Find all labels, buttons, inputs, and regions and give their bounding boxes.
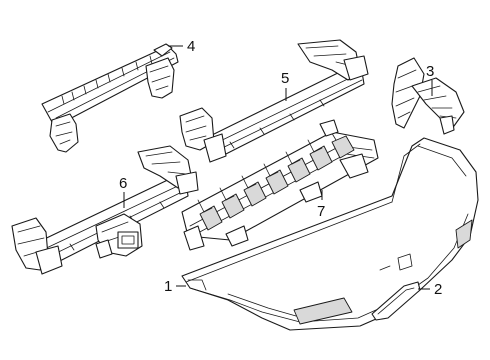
callout-7-label: 7 [317,203,325,220]
callout-6: 6 [119,175,127,208]
callout-6-label: 6 [119,175,127,192]
part-7-energy-absorber [181,119,379,251]
callout-5: 5 [281,70,289,101]
part-2-reflector [371,281,421,321]
callout-1-label: 1 [164,278,172,295]
callout-5-label: 5 [281,70,289,87]
callout-4: 4 [168,38,195,55]
callout-3: 3 [426,63,434,96]
callout-4-label: 4 [187,38,195,55]
part-3-side-bracket [391,57,465,135]
part-5-reinforcement-beam [179,39,369,163]
callout-2: 2 [418,281,442,298]
callout-3-label: 3 [426,63,434,80]
callout-7: 7 [317,190,325,220]
callout-2-label: 2 [434,281,442,298]
part-1-bumper-cover [181,137,479,331]
callout-1: 1 [164,278,186,295]
part-6-crossmember [11,145,199,275]
part-4-upper-bracket [41,43,179,153]
